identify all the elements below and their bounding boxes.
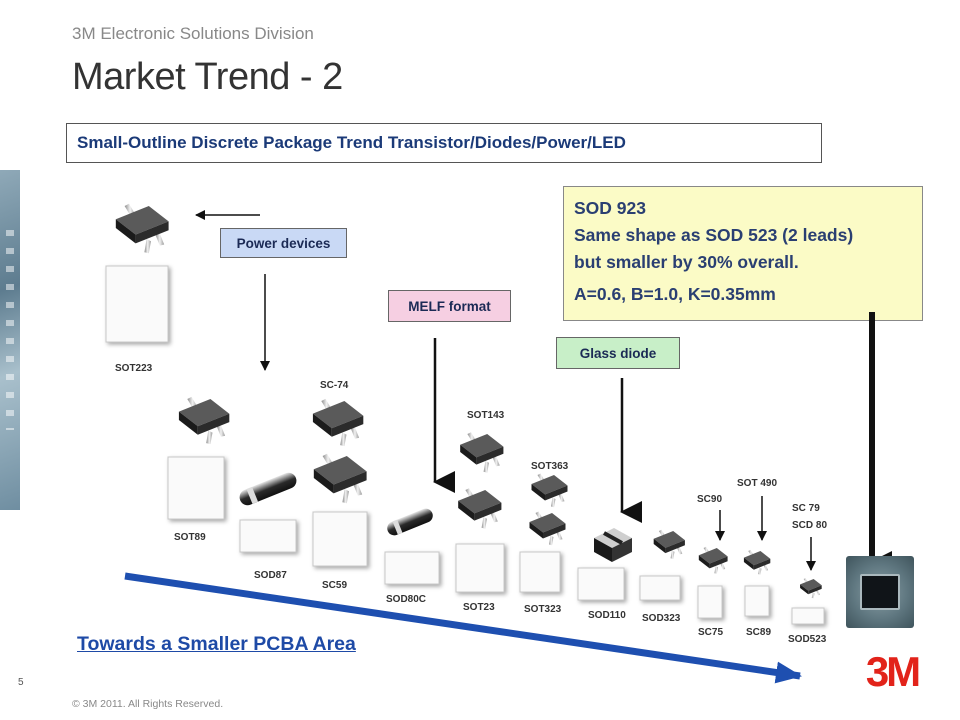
label-sc89: SC89 (746, 627, 772, 638)
sot23-chip-icon (458, 488, 502, 529)
sod87-pad (239, 519, 297, 553)
decorative-side-strip (0, 170, 20, 510)
sod923-title: SOD 923 (574, 198, 646, 218)
sod323-pad (639, 575, 681, 601)
label-sod523: SOD523 (788, 634, 827, 645)
sot323-pad (519, 551, 561, 593)
sod923-desc-1: Same shape as SOD 523 (2 leads) (574, 225, 854, 245)
label-sot223: SOT223 (115, 363, 153, 374)
label-sc59: SC59 (322, 580, 348, 591)
label-sod87: SOD87 (254, 570, 287, 581)
power-devices-tag: Power devices (220, 228, 347, 258)
footprint-pads (105, 265, 825, 625)
label-sc79: SC 79 (792, 503, 820, 514)
3m-logo: 3M (866, 648, 922, 692)
label-sod80c: SOD80C (386, 594, 427, 605)
towards-smaller-link[interactable]: Towards a Smaller PCBA Area (77, 633, 356, 655)
sc89-pad (744, 585, 770, 617)
label-sot323: SOT323 (524, 604, 562, 615)
sod80c-pad (384, 551, 440, 585)
sod923-desc-2: but smaller by 30% overall. (574, 252, 799, 272)
sod110-glass-icon (594, 528, 632, 562)
sot223-chip-icon (115, 203, 169, 254)
sod87-melf-icon (239, 472, 297, 506)
slide-title: Market Trend - 2 (72, 56, 343, 98)
division-name: 3M Electronic Solutions Division (72, 24, 314, 43)
sc59-pad (312, 511, 368, 567)
sod923-spec: A=0.6, B=1.0, K=0.35mm (574, 284, 776, 304)
melf-format-tag: MELF format (388, 290, 511, 322)
sod923-die (860, 574, 900, 610)
sod923-callout: SOD 923 Same shape as SOD 523 (2 leads) … (563, 186, 923, 321)
sod323-chip-icon (653, 529, 685, 559)
sot89-chip-icon (178, 396, 230, 445)
sod523-chip-icon (800, 578, 822, 599)
sc75-pad (697, 585, 723, 619)
sot143-chip-icon (460, 432, 504, 473)
label-sod110: SOD110 (588, 610, 626, 621)
sot363-chip-icon (531, 473, 568, 508)
sc74-chip-icon (312, 398, 364, 447)
label-sot23: SOT23 (463, 602, 495, 613)
label-sot490: SOT 490 (737, 478, 778, 489)
sot89-pad (167, 456, 225, 520)
sod80c-melf-icon (387, 508, 433, 536)
page-number: 5 (18, 677, 24, 688)
sod523-pad (791, 607, 825, 625)
label-scd80: SCD 80 (792, 520, 828, 531)
trend-arrow (124, 572, 802, 684)
label-sc90: SC90 (697, 494, 723, 505)
label-sc74: SC-74 (320, 380, 349, 391)
label-sc75: SC75 (698, 627, 724, 638)
sc59-chip-icon (313, 453, 367, 504)
glass-diode-tag: Glass diode (556, 337, 680, 369)
sod923-photo (846, 556, 914, 628)
3m-logo-text: 3M (866, 648, 919, 692)
sot323-chip-icon (529, 511, 566, 546)
copyright: © 3M 2011. All Rights Reserved. (72, 698, 224, 710)
sot23-pad (455, 543, 505, 593)
label-sot363: SOT363 (531, 461, 569, 472)
sot223-pad (105, 265, 169, 343)
subtitle-text: Small-Outline Discrete Package Trend Tra… (77, 133, 626, 152)
label-sod323: SOD323 (642, 613, 681, 624)
sc75-chip-icon (698, 546, 728, 574)
sc89-chip-icon (743, 549, 771, 575)
sod110-pad (577, 567, 625, 601)
label-sot143: SOT143 (467, 410, 505, 421)
label-sot89: SOT89 (174, 532, 206, 543)
subtitle-box: Small-Outline Discrete Package Trend Tra… (66, 123, 822, 163)
